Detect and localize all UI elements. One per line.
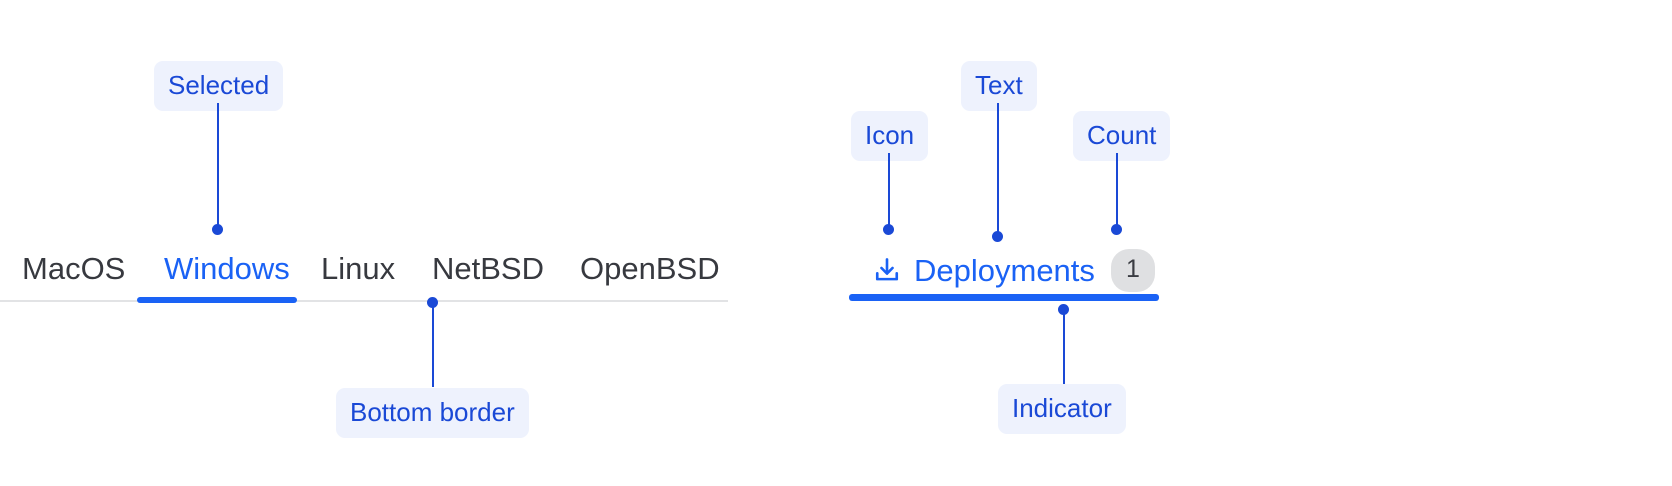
tab-netbsd[interactable]: NetBSD <box>432 251 544 286</box>
leader-dot-count <box>1111 224 1122 235</box>
tab-openbsd[interactable]: OpenBSD <box>580 251 720 286</box>
leader-line-text <box>997 103 999 237</box>
annotation-label-bottom-border: Bottom border <box>336 388 529 438</box>
leader-line-icon <box>888 153 890 229</box>
tab-deployments-label: Deployments <box>914 252 1095 288</box>
leader-line-count <box>1116 153 1118 229</box>
leader-dot-bottom-border <box>427 297 438 308</box>
leader-line-bottom-border <box>432 305 434 387</box>
annotation-label-selected: Selected <box>154 61 284 111</box>
tab-deployments-content: Deployments 1 <box>872 245 1155 295</box>
tabbar-operating-systems: MacOS Windows Linux NetBSD OpenBSD <box>0 247 728 303</box>
tab-windows-active-underline <box>137 297 297 303</box>
leader-dot-selected <box>212 224 223 235</box>
tab-linux[interactable]: Linux <box>321 251 396 286</box>
annotation-label-text: Text <box>961 61 1037 111</box>
leader-dot-text <box>992 231 1003 242</box>
leader-dot-icon <box>883 224 894 235</box>
annotation-label-count: Count <box>1073 111 1171 161</box>
tab-deployments-indicator <box>849 294 1159 301</box>
leader-line-selected <box>217 103 219 229</box>
tabbar-bottom-border <box>0 300 728 302</box>
annotation-label-indicator: Indicator <box>998 384 1126 434</box>
annotation-label-icon: Icon <box>851 111 929 161</box>
tab-windows[interactable]: Windows <box>164 251 290 286</box>
download-icon <box>875 258 899 281</box>
tab-macos[interactable]: MacOS <box>22 251 126 286</box>
leader-line-indicator <box>1063 312 1065 384</box>
leader-dot-indicator <box>1058 304 1069 315</box>
tab-deployments-count-badge: 1 <box>1110 248 1155 292</box>
